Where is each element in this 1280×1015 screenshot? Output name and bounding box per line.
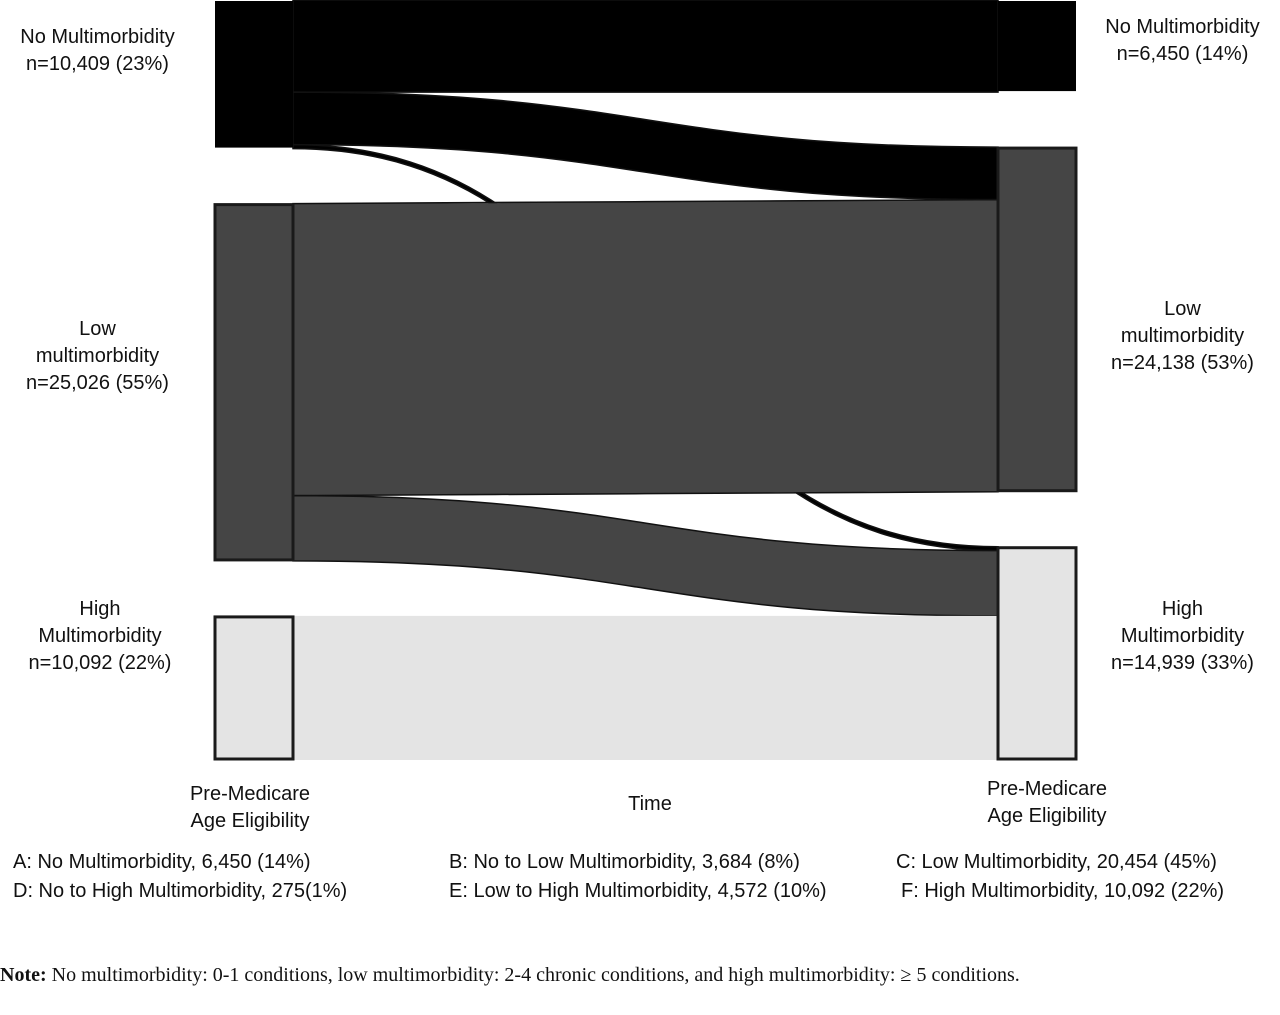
left-axis-label: Pre-Medicare Age Eligibility <box>150 781 350 835</box>
right-axis-line2: Age Eligibility <box>987 805 1107 827</box>
right-label-low-title: Low <box>1164 298 1201 320</box>
legend-item-e: E: Low to High Multimorbidity, 4,572 (10… <box>449 880 827 902</box>
nodes-layer <box>213 1 1078 761</box>
flow-f <box>293 615 998 760</box>
flows-layer <box>292 0 999 760</box>
left-label-high-subtitle: Multimorbidity <box>38 625 162 647</box>
right-axis-label: Pre-Medicare Age Eligibility <box>947 776 1147 830</box>
right-node-none <box>998 1 1076 92</box>
right-label-high-title: High <box>1161 598 1204 620</box>
time-axis-label: Time <box>580 791 720 818</box>
left-label-high-title: High <box>79 598 121 620</box>
right-label-high-multimorbidity: High Multimorbidity n=14,939 (33%) <box>1085 596 1280 677</box>
left-label-low-multimorbidity: Low multimorbidity n=25,026 (55%) <box>0 316 195 397</box>
right-axis-line1: Pre-Medicare <box>986 778 1108 800</box>
left-label-low-subtitle: multimorbidity <box>35 345 160 367</box>
sankey-diagram <box>213 0 1078 761</box>
right-node-high <box>996 546 1078 761</box>
left-label-no-count: n=10,409 (23%) <box>26 53 169 75</box>
left-node-low <box>213 203 295 562</box>
left-label-no-title: No Multimorbidity <box>20 26 175 48</box>
flow-c <box>292 198 999 497</box>
right-label-low-subtitle: multimorbidity <box>1120 325 1245 347</box>
left-label-high-multimorbidity: High Multimorbidity n=10,092 (22%) <box>0 596 200 677</box>
right-label-high-count: n=14,939 (33%) <box>1111 652 1254 674</box>
legend-item-c: C: Low Multimorbidity, 20,454 (45%) <box>896 851 1217 873</box>
flow-e <box>292 494 999 617</box>
left-label-low-title: Low <box>79 318 116 340</box>
right-label-no-title: No Multimorbidity <box>1105 16 1260 38</box>
time-axis-text: Time <box>628 793 672 815</box>
legend-item-b: B: No to Low Multimorbidity, 3,684 (8%) <box>449 851 800 873</box>
left-node-high <box>213 615 295 761</box>
right-label-low-count: n=24,138 (53%) <box>1111 352 1254 374</box>
right-label-high-subtitle: Multimorbidity <box>1120 625 1245 647</box>
left-axis-line2: Age Eligibility <box>190 810 310 832</box>
right-node-low <box>996 146 1078 493</box>
right-label-no-count: n=6,450 (14%) <box>1116 43 1249 65</box>
left-label-no-multimorbidity: No Multimorbidity n=10,409 (23%) <box>0 24 195 78</box>
legend-item-a: A: No Multimorbidity, 6,450 (14%) <box>13 851 311 873</box>
legend-item-d: D: No to High Multimorbidity, 275(1%) <box>13 880 348 902</box>
legend-item-f: F: High Multimorbidity, 10,092 (22%) <box>901 880 1225 902</box>
left-label-low-count: n=25,026 (55%) <box>26 372 169 394</box>
left-label-high-count: n=10,092 (22%) <box>28 652 172 674</box>
footnote-text: No multimorbidity: 0-1 conditions, low m… <box>51 964 1020 986</box>
left-axis-line1: Pre-Medicare <box>189 783 311 805</box>
footnote: Note: No multimorbidity: 0-1 conditions,… <box>0 961 1270 990</box>
right-label-low-multimorbidity: Low multimorbidity n=24,138 (53%) <box>1085 296 1280 377</box>
right-label-no-multimorbidity: No Multimorbidity n=6,450 (14%) <box>1085 14 1280 68</box>
left-node-none <box>215 1 293 148</box>
footnote-label: Note: <box>0 964 47 986</box>
flow-a <box>292 0 999 93</box>
flow-b <box>292 91 999 201</box>
